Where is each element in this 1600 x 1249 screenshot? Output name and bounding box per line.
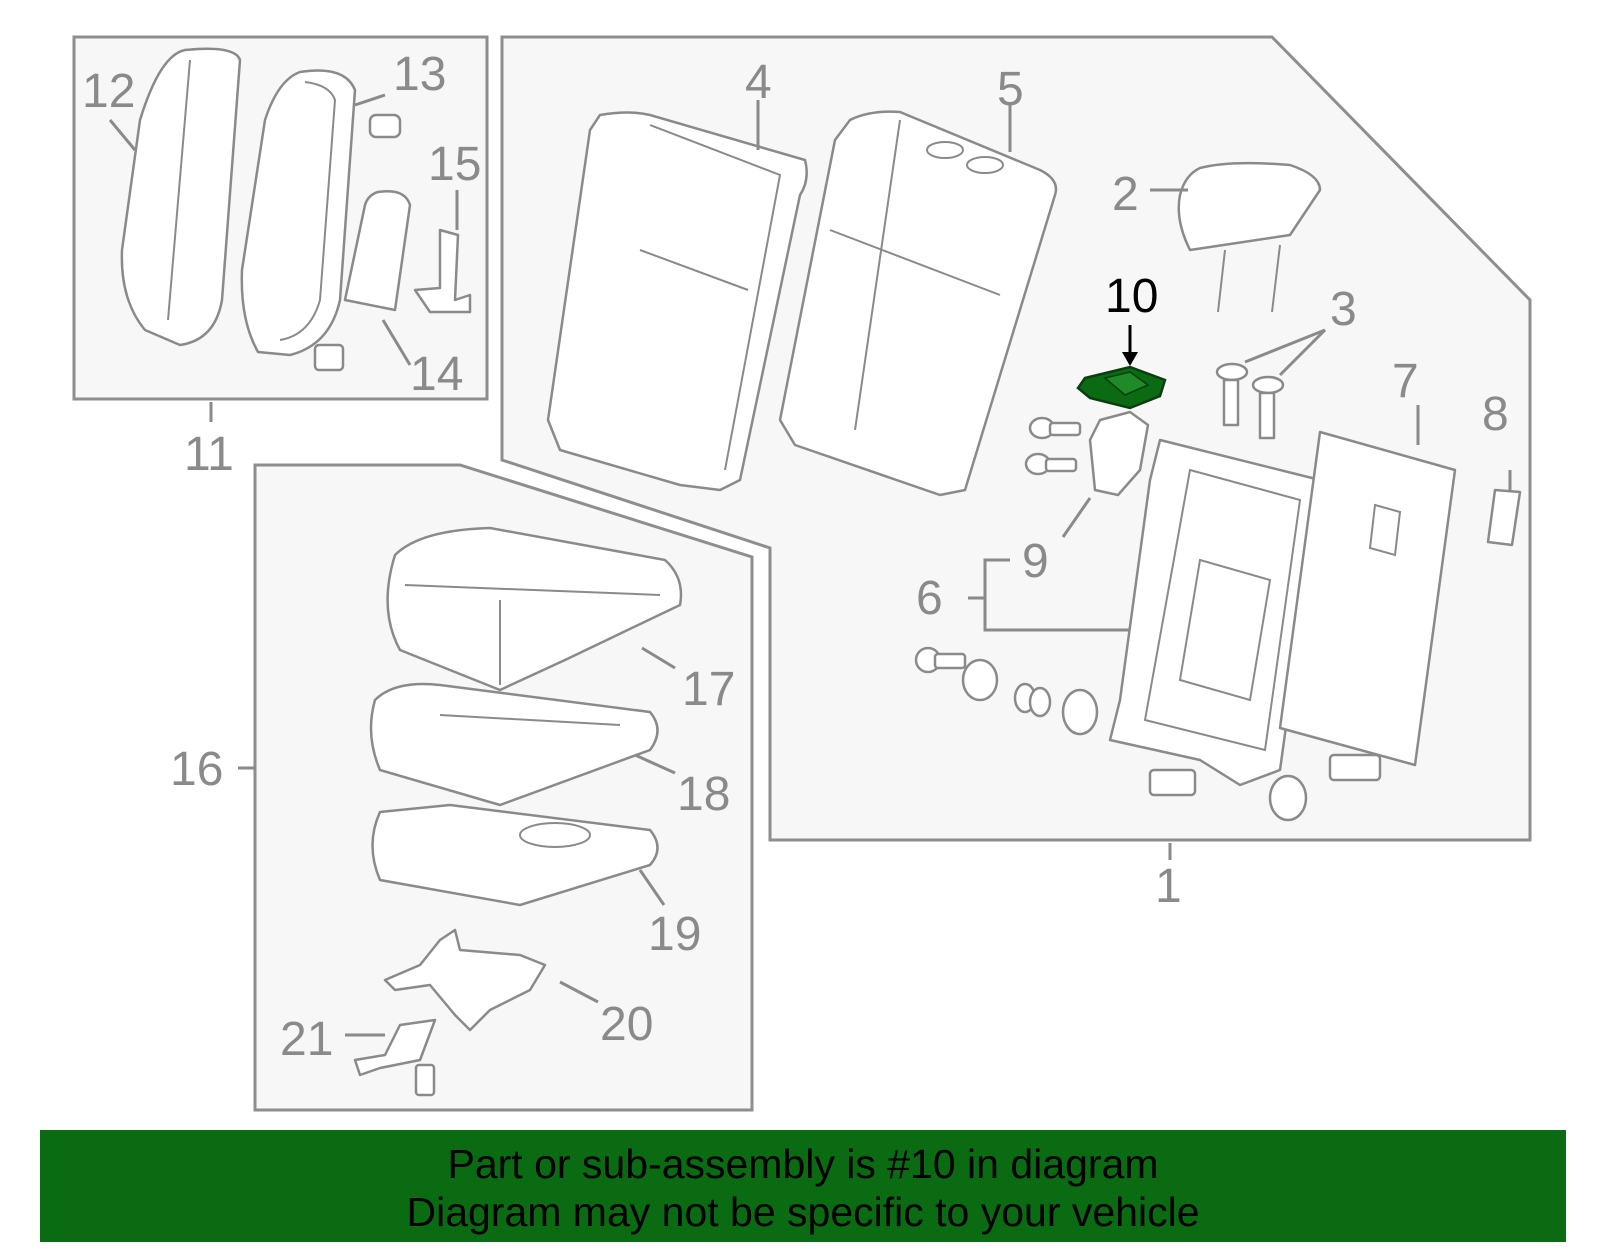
callout-15: 15 (428, 138, 481, 191)
callout-17: 17 (682, 663, 735, 716)
seat-back-frame-part (968, 438, 1322, 787)
seat-latch-part (1024, 410, 1150, 538)
armrest-cupholder-part (343, 190, 412, 366)
headrest-part (1150, 161, 1322, 313)
armrest-bracket-part (413, 190, 472, 314)
banner-line-part-number: Part or sub-assembly is #10 in diagram (447, 1141, 1159, 1187)
seat-back-pad-part (778, 105, 1058, 497)
seat-back-cover-part (546, 100, 808, 492)
info-banner: Part or sub-assembly is #10 in diagram D… (40, 1130, 1566, 1242)
seat-cushion-cover-part (386, 526, 683, 692)
callout-7: 7 (1392, 355, 1419, 408)
seat-back-panel-part (1278, 405, 1457, 767)
callout-19: 19 (648, 908, 701, 961)
banner-line-disclaimer: Diagram may not be specific to your vehi… (406, 1189, 1200, 1235)
callout-10: 10 (1105, 270, 1158, 323)
callout-14: 14 (410, 348, 463, 401)
seat-back-bracket-part (1486, 470, 1522, 547)
callout-9: 9 (1022, 535, 1049, 588)
highlighted-part-10 (1076, 325, 1167, 410)
callout-18: 18 (677, 768, 730, 821)
headrest-guide-part (1215, 328, 1327, 440)
callout-21: 21 (280, 1013, 333, 1066)
callout-20: 20 (600, 998, 653, 1051)
seat-cushion-frame-part (371, 803, 666, 907)
callout-6: 6 (916, 572, 943, 625)
hardware-bolts-washers (914, 646, 1382, 822)
seat-cushion-bracket-part (383, 928, 599, 1032)
callout-4: 4 (745, 56, 772, 109)
callout-8: 8 (1482, 388, 1509, 441)
armrest-frame-part (240, 69, 402, 372)
callout-3: 3 (1330, 283, 1357, 336)
callout-16: 16 (170, 743, 223, 796)
callout-5: 5 (997, 63, 1024, 116)
callout-12: 12 (82, 65, 135, 118)
armrest-cover-part (108, 47, 242, 347)
callout-2: 2 (1112, 168, 1139, 221)
seat-cushion-pad-part (369, 682, 676, 807)
callout-13: 13 (393, 48, 446, 101)
callout-1: 1 (1155, 860, 1182, 913)
callout-11: 11 (184, 428, 234, 481)
seat-cushion-hook-part (345, 1018, 437, 1097)
